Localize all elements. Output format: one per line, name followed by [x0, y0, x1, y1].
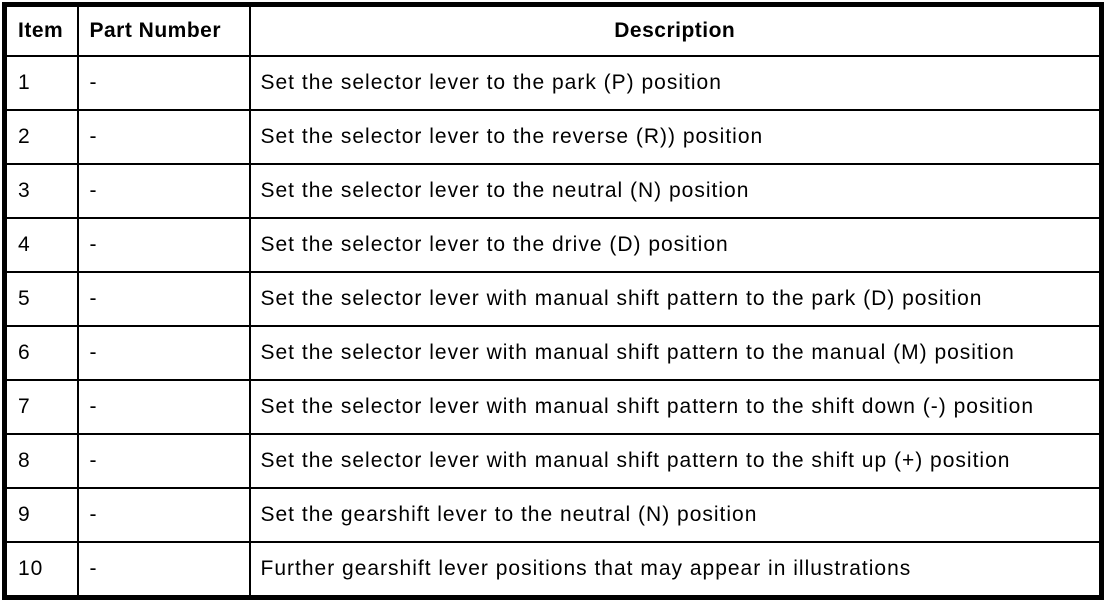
cell-part-number: - [76, 55, 251, 111]
cell-item: 9 [3, 487, 79, 543]
cell-description: Set the selector lever to the neutral (N… [248, 163, 1103, 219]
cell-item: 7 [3, 379, 79, 435]
table-row: 9-Set the gearshift lever to the neutral… [3, 487, 1103, 543]
table-body: 1-Set the selector lever to the park (P)… [3, 55, 1103, 599]
cell-item: 4 [3, 217, 79, 273]
cell-item: 2 [3, 109, 79, 165]
table-row: 8-Set the selector lever with manual shi… [3, 433, 1103, 489]
cell-description: Set the selector lever to the reverse (R… [248, 109, 1103, 165]
column-header-part-number: Part Number [76, 3, 251, 57]
table-row: 10-Further gearshift lever positions tha… [3, 541, 1103, 599]
parts-table: Item Part Number Description 1-Set the s… [2, 2, 1104, 600]
column-header-description: Description [248, 3, 1103, 57]
cell-description: Set the selector lever with manual shift… [248, 325, 1103, 381]
cell-part-number: - [76, 217, 251, 273]
cell-description: Set the selector lever with manual shift… [248, 379, 1103, 435]
table-row: 7-Set the selector lever with manual shi… [3, 379, 1103, 435]
cell-description: Set the selector lever with manual shift… [248, 271, 1103, 327]
table-row: 5-Set the selector lever with manual shi… [3, 271, 1103, 327]
cell-item: 3 [3, 163, 79, 219]
cell-part-number: - [76, 379, 251, 435]
table-row: 6-Set the selector lever with manual shi… [3, 325, 1103, 381]
table-row: 4-Set the selector lever to the drive (D… [3, 217, 1103, 273]
cell-item: 8 [3, 433, 79, 489]
cell-part-number: - [76, 325, 251, 381]
cell-description: Set the gearshift lever to the neutral (… [248, 487, 1103, 543]
cell-part-number: - [76, 109, 251, 165]
column-header-item: Item [3, 3, 79, 57]
table-header-row: Item Part Number Description [3, 3, 1103, 57]
cell-item: 5 [3, 271, 79, 327]
cell-part-number: - [76, 487, 251, 543]
cell-part-number: - [76, 163, 251, 219]
cell-part-number: - [76, 541, 251, 599]
cell-description: Set the selector lever with manual shift… [248, 433, 1103, 489]
table-row: 3-Set the selector lever to the neutral … [3, 163, 1103, 219]
cell-item: 6 [3, 325, 79, 381]
cell-item: 1 [3, 55, 79, 111]
cell-part-number: - [76, 433, 251, 489]
table-row: 2-Set the selector lever to the reverse … [3, 109, 1103, 165]
cell-description: Set the selector lever to the drive (D) … [248, 217, 1103, 273]
cell-description: Further gearshift lever positions that m… [248, 541, 1103, 599]
table-row: 1-Set the selector lever to the park (P)… [3, 55, 1103, 111]
cell-item: 10 [3, 541, 79, 599]
cell-description: Set the selector lever to the park (P) p… [248, 55, 1103, 111]
cell-part-number: - [76, 271, 251, 327]
